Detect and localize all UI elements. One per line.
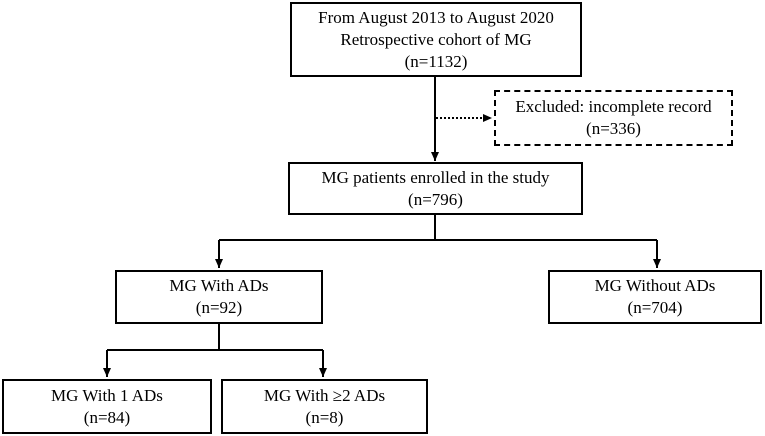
edge-with-ads-branch [107,323,323,351]
node-cohort: From August 2013 to August 2020 Retrospe… [290,2,582,77]
node-with-ads: MG With ADs (n=92) [115,270,323,324]
node-with-2plus-ads-line-2: (n=8) [305,407,344,427]
node-without-ads-line-2: (n=704) [627,298,683,317]
node-with-ads-line-2: (n=92) [195,298,243,317]
node-enrolled-line-2: (n=796) [408,189,463,209]
node-cohort-line-3: (n=1132) [404,51,468,71]
node-cohort-line-2: Retrospective cohort of MG [340,29,532,49]
node-cohort-line-1: From August 2013 to August 2020 [318,7,554,27]
node-excluded-line-2: (n=336) [586,119,641,138]
node-excluded: Excluded: incomplete record (n=336) [494,90,733,146]
node-enrolled-line-1: MG patients enrolled in the study [321,167,550,187]
node-with-1-ad: MG With 1 ADs (n=84) [2,379,212,434]
node-with-2plus-ads-line-1: MG With ≥2 ADs [263,385,386,405]
node-without-ads: MG Without ADs (n=704) [548,270,762,324]
node-enrolled: MG patients enrolled in the study (n=796… [288,162,583,215]
node-with-1-ad-line-2: (n=84) [83,407,131,427]
edge-enrolled-branch [219,214,657,241]
node-excluded-line-1: Excluded: incomplete record [515,97,712,116]
node-with-1-ad-line-1: MG With 1 ADs [51,385,163,405]
node-with-ads-line-1: MG With ADs [169,276,269,295]
node-with-2plus-ads: MG With ≥2 ADs (n=8) [221,379,428,434]
node-without-ads-line-1: MG Without ADs [594,276,716,295]
